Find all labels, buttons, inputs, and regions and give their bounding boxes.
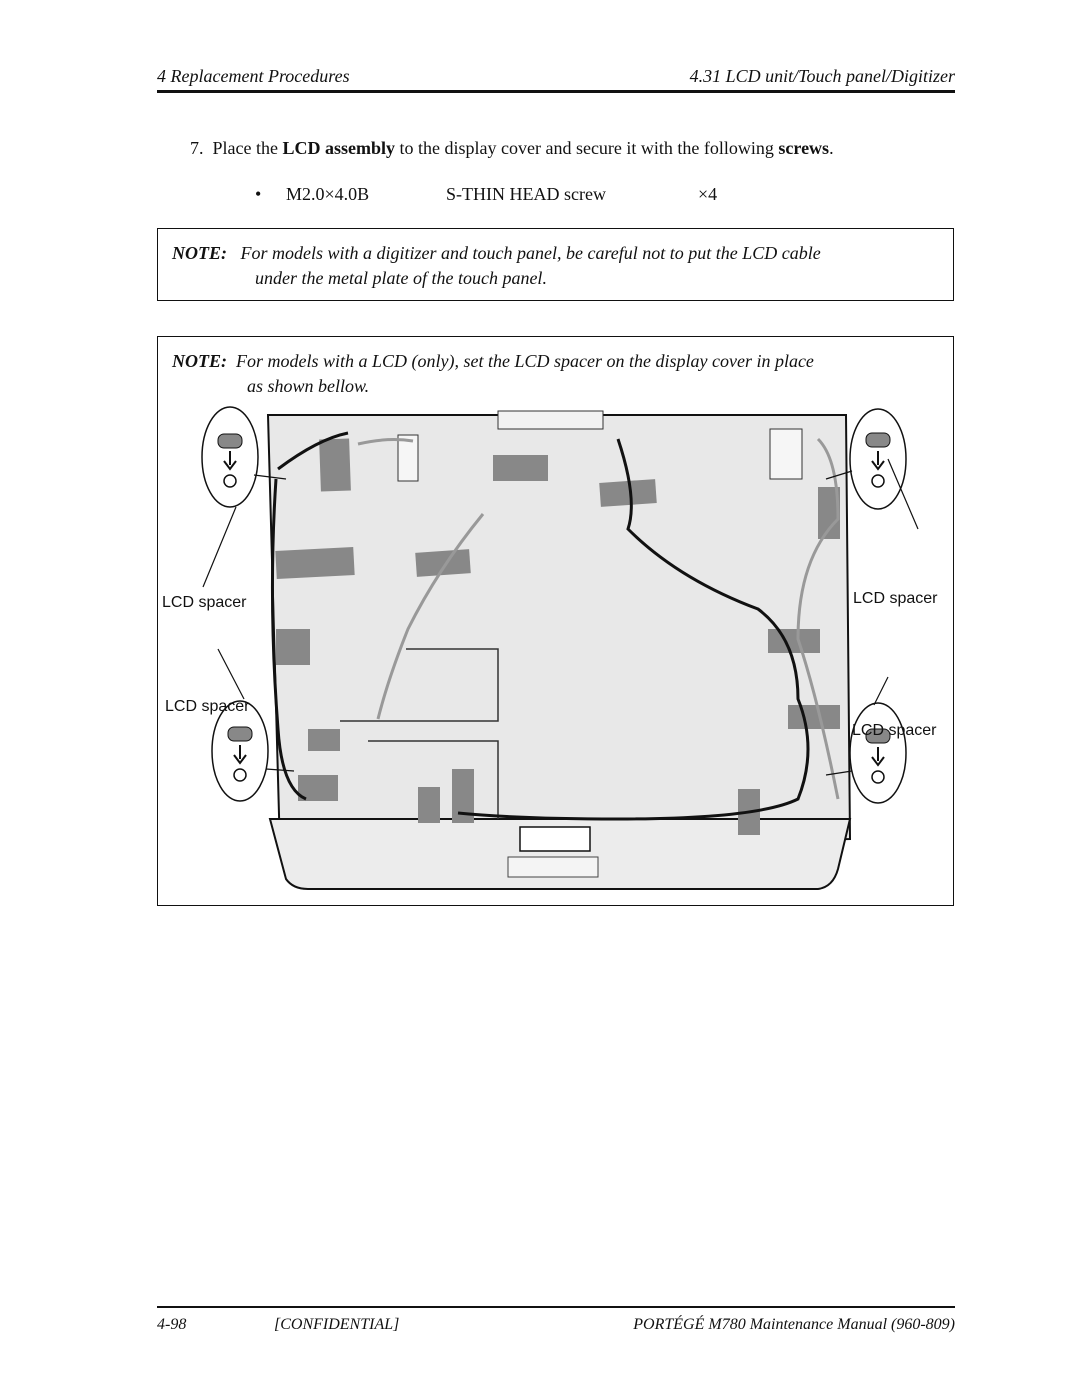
hinge-slot (507, 856, 599, 878)
flex-cable (340, 648, 499, 722)
step-instruction: 7. Place the LCD assembly to the display… (190, 138, 834, 159)
display-cover-hinge-base (268, 818, 852, 890)
callout-label-top-right: LCD spacer (853, 590, 938, 607)
note1-line1: NOTE: For models with a digitizer and to… (172, 241, 821, 265)
display-cover-outline (266, 414, 852, 853)
callout-leader-line (217, 648, 245, 700)
callout-label-top-left: LCD spacer (162, 594, 247, 611)
callout-leader-line (825, 770, 853, 776)
step-text-3: . (829, 138, 834, 158)
lcd-spacer-part (217, 433, 243, 449)
callout-leader-line (202, 506, 237, 588)
tape (768, 629, 820, 653)
connector-board (769, 428, 803, 480)
spacer-mount-icon (871, 770, 885, 784)
note1-text-1: For models with a digitizer and touch pa… (240, 243, 821, 263)
tape (418, 787, 440, 823)
note1-label: NOTE: (172, 243, 227, 263)
lcd-cable-black (457, 438, 810, 821)
footer-rule (157, 1306, 955, 1308)
lcd-spacer-part (227, 726, 253, 742)
spacer-mount-icon (223, 474, 237, 488)
lcd-cable-black (270, 478, 307, 801)
tape (298, 775, 338, 801)
tape (788, 705, 840, 729)
header-subsection-title: 4.31 LCD unit/Touch panel/Digitizer (689, 66, 955, 86)
footer-confidential: [CONFIDENTIAL] (274, 1316, 400, 1333)
arrow-down-icon (233, 745, 247, 765)
note-box-digitizer: NOTE: For models with a digitizer and to… (157, 228, 954, 301)
spacer-mount-icon (233, 768, 247, 782)
note2-text-1: For models with a LCD (only), set the LC… (236, 351, 814, 371)
note2-line1: NOTE: For models with a LCD (only), set … (172, 349, 814, 373)
step-text-2: to the display cover and secure it with … (395, 138, 779, 158)
connector-board (397, 434, 419, 482)
step-text-1: Place the (212, 138, 283, 158)
tape (452, 769, 474, 823)
tape (275, 546, 355, 580)
screw-quantity: ×4 (698, 184, 718, 204)
arrow-down-icon (871, 747, 885, 767)
tape (818, 487, 840, 539)
antenna-cable-gray (357, 438, 414, 446)
tape (599, 479, 657, 507)
note2-line2: as shown bellow. (247, 376, 370, 396)
bullet-mark: • (255, 184, 262, 204)
screw-type: S-THIN HEAD screw (446, 184, 606, 204)
note2-label: NOTE: (172, 351, 227, 371)
callout-leader-line (265, 768, 295, 772)
callout-label-bottom-right: LCD spacer (852, 722, 937, 739)
step-number: 7. (190, 138, 204, 158)
lcd-spacer-part (865, 728, 891, 744)
note1-line2: under the metal plate of the touch panel… (255, 268, 547, 288)
callout-label-bottom-left: LCD spacer (165, 698, 250, 715)
tape (276, 629, 310, 665)
callout-leader-line (253, 474, 287, 480)
note-box-lcd-spacer: NOTE: For models with a LCD (only), set … (157, 336, 954, 906)
arrow-down-icon (223, 451, 237, 471)
spacer-mount-icon (871, 474, 885, 488)
step-bold-screws: screws (778, 138, 830, 158)
antenna-cable-gray (376, 513, 485, 720)
tape (415, 549, 471, 577)
callout-leader-line (825, 470, 853, 480)
tape (308, 729, 340, 751)
callout-leader-line (873, 676, 889, 706)
tape (493, 455, 548, 481)
lcd-cable-black (277, 431, 349, 471)
lcd-spacer-part (865, 432, 891, 448)
footer-page-number: 4-98 (157, 1316, 187, 1333)
arrow-down-icon (871, 451, 885, 471)
step-bold-lcd-assembly: LCD assembly (282, 138, 395, 158)
header-section-title: 4 Replacement Procedures (157, 66, 350, 86)
screw-size: M2.0×4.0B (286, 184, 370, 204)
header-rule (157, 90, 955, 93)
lcd-spacer-diagram: LCD spacer LCD spacer LCD spacer LCD spa… (162, 406, 938, 890)
flex-cable (368, 740, 499, 819)
camera-module (497, 410, 604, 430)
footer-manual-title: PORTÉGÉ M780 Maintenance Manual (960-809… (633, 1316, 955, 1333)
callout-leader-line (887, 458, 919, 530)
hinge-block (519, 826, 591, 852)
tape (319, 438, 351, 492)
